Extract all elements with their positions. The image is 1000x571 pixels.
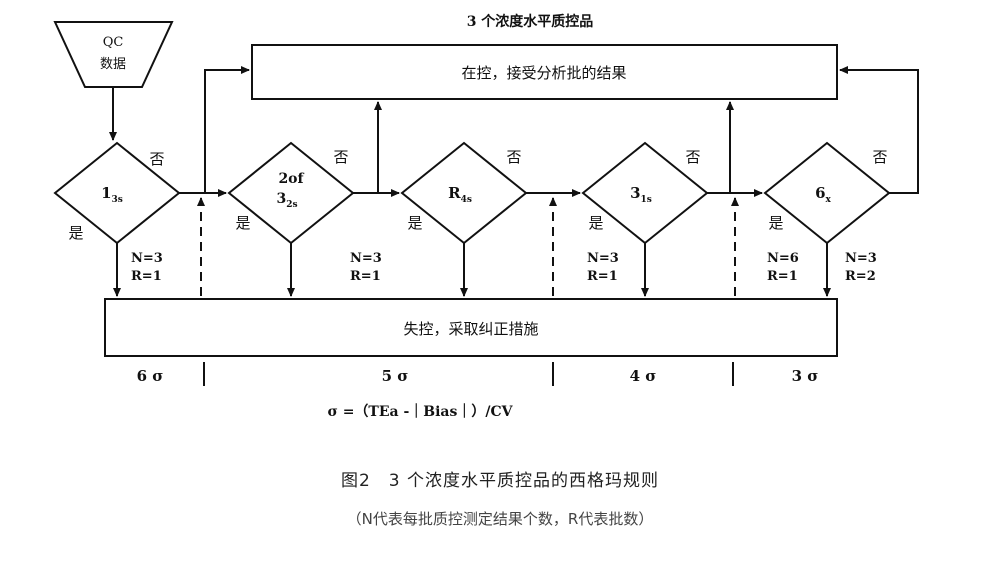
reject-box: 失控，采取纠正措施 [104, 298, 838, 357]
n-label-1: N=3 [131, 251, 163, 266]
sigma-dividers [203, 362, 734, 386]
no-label-4: 否 [685, 148, 700, 166]
yes-label-2: 是 [235, 214, 250, 232]
rule-2-main2: 3 [276, 191, 286, 207]
n-label-5: N=3 [845, 251, 877, 266]
rule-2-main1: 2of [278, 171, 304, 187]
rule-5-main: 6 [815, 184, 825, 202]
yes-label-5: 是 [768, 214, 783, 232]
figure-caption-note: （N代表每批质控测定结果个数，R代表批数） [346, 510, 654, 528]
sigma-label-4: 4 σ [630, 367, 657, 385]
sigma-label-5: 5 σ [382, 367, 409, 385]
r-label-3: R=1 [587, 269, 618, 284]
sigma-formula: σ =（TEa -｜Bias｜）/CV [328, 403, 514, 420]
svg-text:32s: 32s [276, 191, 297, 210]
r-label-2: R=1 [350, 269, 381, 284]
svg-text:31s: 31s [630, 184, 652, 205]
svg-text:R4s: R4s [448, 184, 472, 205]
sigma-label-3: 3 σ [792, 367, 819, 385]
yes-label-4: 是 [588, 214, 603, 232]
qc-data-label: 数据 [100, 57, 126, 72]
r-label-1: R=1 [131, 269, 162, 284]
n-label-2: N=3 [350, 251, 382, 266]
figure-caption-title: 图2 3 个浓度水平质控品的西格玛规则 [340, 471, 660, 491]
qc-data-node: QC 数据 [53, 21, 174, 88]
r-label-4: R=1 [767, 269, 798, 284]
no-label-5: 否 [872, 148, 887, 166]
rule-1-sub: 3s [112, 195, 123, 205]
no-label-3: 否 [506, 148, 521, 166]
diamond-rule-5: 6x [763, 141, 891, 245]
n-label-3: N=3 [587, 251, 619, 266]
yes-label-1: 是 [68, 224, 83, 242]
rule-1-main: 1 [101, 184, 111, 202]
rule-4-main: 3 [630, 184, 640, 202]
yes-label-3: 是 [407, 214, 422, 232]
reject-box-text: 失控，采取纠正措施 [403, 320, 538, 338]
diamond-rule-2: 2of 32s [227, 141, 355, 245]
rule-3-sub: 4s [461, 195, 472, 205]
accept-box: 在控，接受分析批的结果 [251, 44, 838, 100]
svg-text:6x: 6x [815, 184, 831, 205]
rule-2-sub: 2s [286, 200, 297, 210]
accept-box-text: 在控，接受分析批的结果 [461, 64, 626, 82]
rule-4-sub: 1s [641, 195, 652, 205]
qc-label: QC [103, 35, 124, 50]
flow-arrows [109, 66, 919, 297]
rule-3-main: R [448, 184, 461, 202]
rule-5-sub: x [826, 195, 832, 205]
r-label-5: R=2 [845, 269, 876, 284]
no-label-2: 否 [333, 148, 348, 166]
dashed-arrows [197, 197, 739, 296]
top-title: 3 个浓度水平质控品 [467, 13, 594, 30]
sigma-label-6: 6 σ [137, 367, 164, 385]
n-label-4: N=6 [767, 251, 799, 266]
no-label-1: 否 [149, 150, 164, 168]
nr-labels: N=3 R=1 N=3 R=1 N=3 R=1 N=6 R=1 N=3 R=2 [131, 251, 877, 284]
svg-text:13s: 13s [101, 184, 123, 205]
